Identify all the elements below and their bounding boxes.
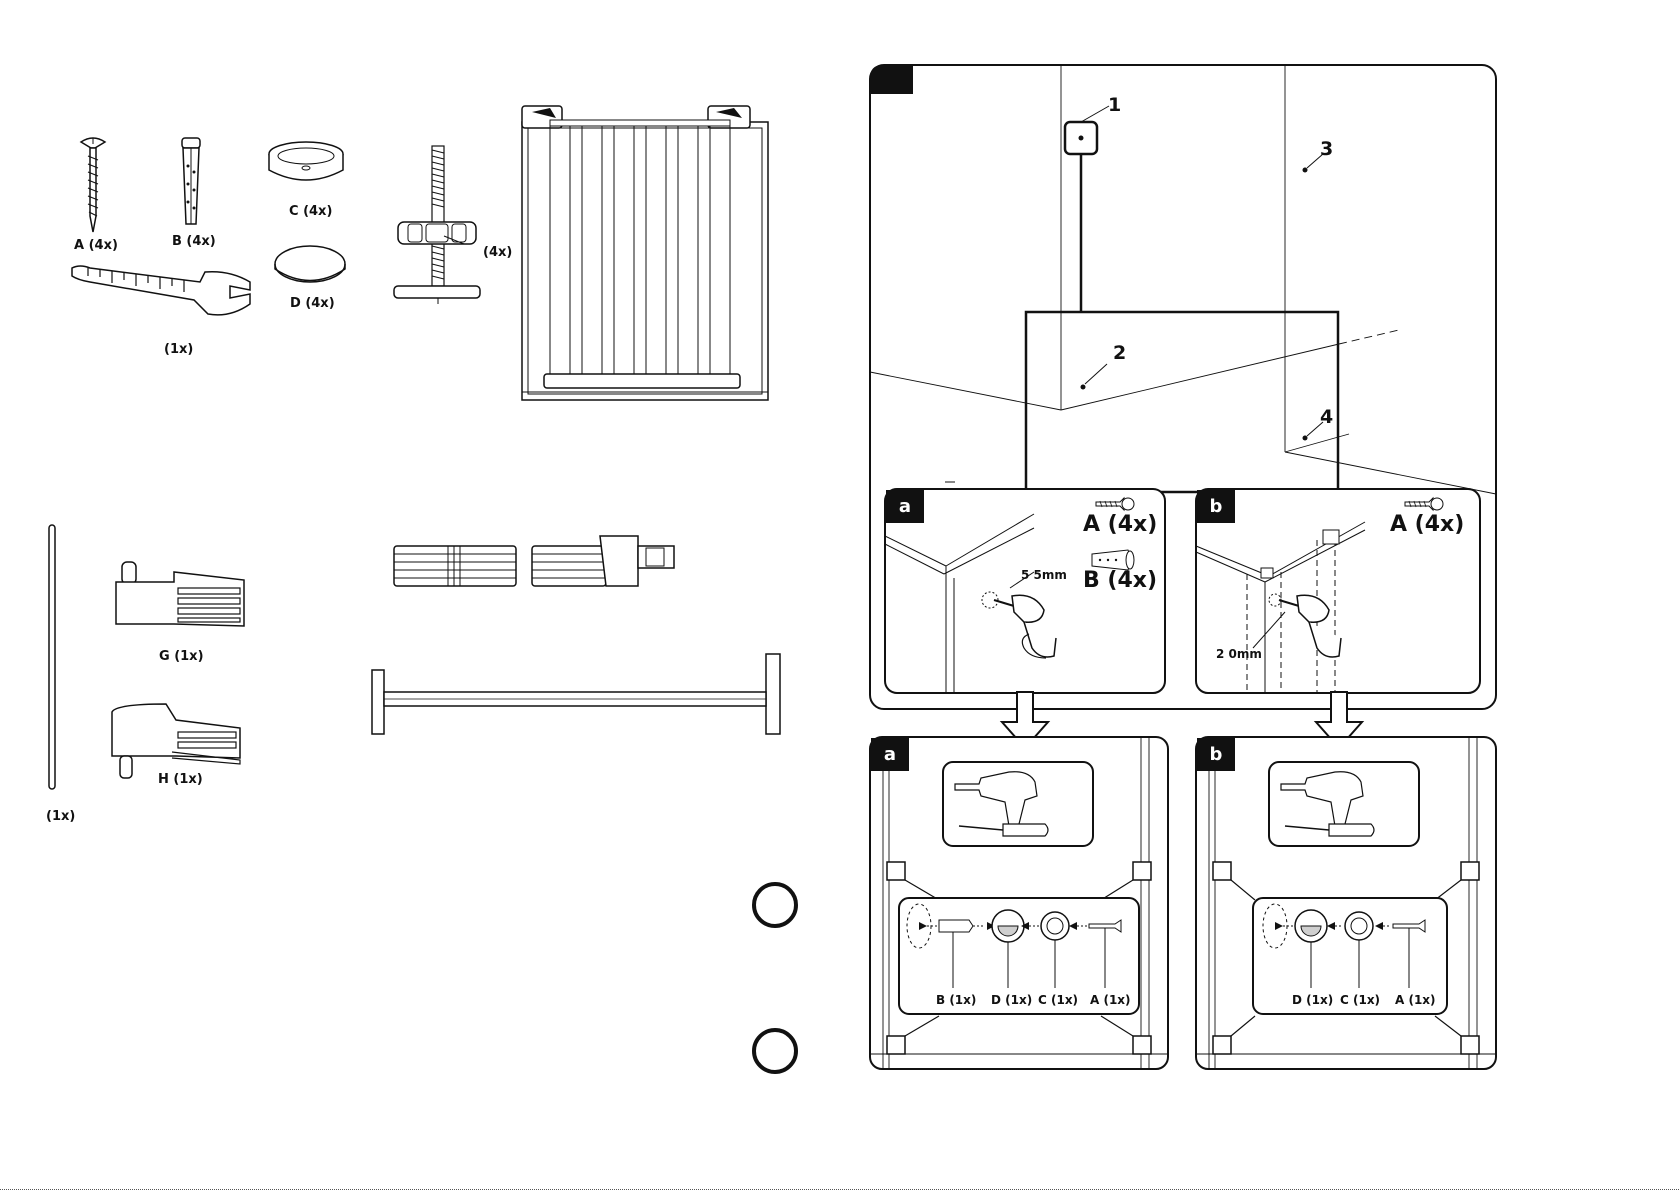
- assembly-panel-b: [1195, 736, 1497, 1070]
- threaded-spindle-icon: [392, 144, 484, 306]
- point-3-label: 3: [1320, 138, 1333, 160]
- page-bottom-edge: [0, 1189, 1679, 1190]
- wall-plug-b-icon: [176, 136, 206, 231]
- result-b-label-c: C (1x): [1340, 993, 1380, 1007]
- rod-label: (1x): [46, 809, 75, 824]
- result-a-label-d: D (1x): [991, 993, 1032, 1007]
- wrench-label: (1x): [164, 342, 193, 357]
- panel-b-drill-size: 2 0mm: [1216, 647, 1262, 661]
- extension-piece-large-icon: [530, 534, 680, 590]
- result-b-tag: b: [1197, 738, 1235, 771]
- panel-a-screw-label: A (4x): [1083, 512, 1157, 537]
- result-b-label-a: A (1x): [1395, 993, 1436, 1007]
- cross-bar-icon: [370, 652, 782, 738]
- long-rod-icon: [46, 523, 58, 791]
- point-4-label: 4: [1320, 406, 1333, 428]
- circle-marker-2-icon: [750, 1026, 800, 1076]
- panel-b-screw-label: A (4x): [1390, 512, 1464, 537]
- part-h-label: H (1x): [158, 772, 203, 787]
- part-g-icon: [112, 560, 250, 634]
- panel-a-drill-size: 5 5mm: [1021, 568, 1067, 582]
- point-2-label: 2: [1113, 342, 1126, 364]
- wrench-tool-icon: [70, 264, 256, 340]
- result-b-label-d: D (1x): [1292, 993, 1333, 1007]
- result-a-label-c: C (1x): [1038, 993, 1078, 1007]
- disc-d-icon: [273, 244, 347, 290]
- assembly-panel-a: [869, 736, 1169, 1070]
- part-c-label: C (4x): [289, 204, 332, 219]
- part-b-label: B (4x): [172, 234, 216, 249]
- point-1-label: 1: [1108, 94, 1121, 116]
- result-a-label-a: A (1x): [1090, 993, 1131, 1007]
- circle-marker-1-icon: [750, 880, 800, 930]
- gate-frame-icon: [520, 104, 770, 404]
- part-h-icon: [106, 702, 246, 782]
- screw-a-icon: [78, 136, 108, 236]
- result-a-tag: a: [871, 738, 909, 771]
- panel-a-tag: a: [886, 490, 924, 523]
- wall-cup-c-icon: [266, 140, 346, 190]
- panel-a-plug-label: B (4x): [1083, 568, 1157, 593]
- panel-b-tag: b: [1197, 490, 1235, 523]
- part-g-label: G (1x): [159, 649, 204, 664]
- part-a-label: A (4x): [74, 238, 118, 253]
- extension-piece-small-icon: [392, 544, 518, 588]
- spindle-label: (4x): [483, 245, 512, 260]
- result-a-label-b: B (1x): [936, 993, 976, 1007]
- part-d-label: D (4x): [290, 296, 335, 311]
